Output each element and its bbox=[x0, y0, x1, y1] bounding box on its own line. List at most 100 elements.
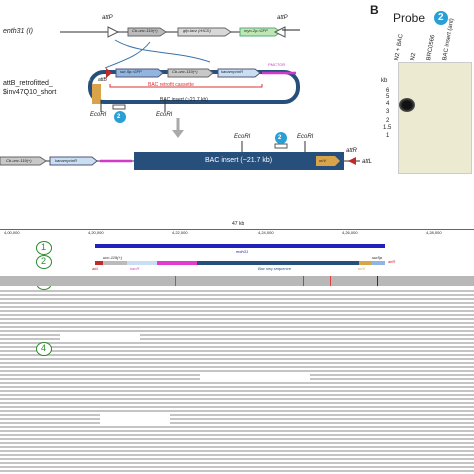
blot-membrane bbox=[398, 62, 472, 174]
lane-label-1: N2 + BAC bbox=[394, 33, 405, 62]
cassette-bracket bbox=[109, 84, 263, 88]
linear-bac-insert-label: BAC insert (~21.7 kb) bbox=[205, 157, 273, 164]
track-num-4: 4 bbox=[41, 343, 47, 353]
feat-ori-label: oriV bbox=[358, 266, 366, 271]
enth31-track-label: enth31 bbox=[236, 249, 249, 254]
ecori-label-1: EcoRI bbox=[90, 112, 107, 118]
linear-unc119-box bbox=[0, 156, 47, 166]
probe-num-linear: 2 bbox=[278, 135, 282, 141]
feat-attl-label: attL bbox=[92, 266, 99, 271]
pmctor-label: PMCTOR bbox=[268, 62, 286, 67]
linear-ecori-label-1: EcoRI bbox=[234, 134, 251, 140]
lane-label-3: BRC0566 bbox=[426, 34, 437, 62]
probe-title-circle bbox=[434, 11, 448, 25]
probe-box-bac bbox=[112, 104, 126, 110]
marker-1: 1 bbox=[386, 133, 390, 139]
probe-circle-bac bbox=[114, 111, 126, 123]
track-num-1: 1 bbox=[41, 242, 47, 252]
linear-unc119-label: Cb-unc-119(+) bbox=[6, 158, 32, 163]
genome-browser: 47 kb 4,00,000 4,20,000 4,22,000 4,24,00… bbox=[0, 222, 474, 474]
probe-title: Probe bbox=[393, 11, 426, 25]
kanamycin-bac-box bbox=[217, 68, 261, 78]
marker-5: 5 bbox=[386, 94, 390, 100]
feat-gfp-bar bbox=[371, 261, 385, 265]
reads-gap-1 bbox=[60, 332, 140, 342]
linear-ori-label: oriV bbox=[319, 158, 327, 163]
bac-kan-label: kanamycinR bbox=[221, 69, 244, 74]
marker-2: 2 bbox=[386, 118, 390, 124]
feat-attl-bar bbox=[95, 261, 103, 265]
attb-label: attB bbox=[98, 77, 107, 83]
reads-pileup bbox=[0, 290, 474, 474]
ruler-tick-4: 4,26,000 bbox=[342, 230, 358, 235]
bac-name-line2: $inv47Q10_short bbox=[3, 89, 57, 96]
reads-gap-2 bbox=[200, 372, 310, 380]
blot-band bbox=[399, 98, 415, 112]
sur5-gfp-box bbox=[115, 68, 164, 78]
cassette-label: BAC retrofit cassette bbox=[148, 82, 194, 88]
probe-circle-linear bbox=[275, 132, 287, 144]
ruler-tick-2: 4,22,000 bbox=[172, 230, 188, 235]
track-circle-2 bbox=[36, 255, 52, 269]
enth31-track-bar bbox=[95, 244, 385, 248]
linear-ori-box bbox=[316, 156, 340, 166]
ori-label: ori bbox=[86, 77, 91, 82]
gene1-label: Cb-unc-119(+) bbox=[132, 28, 158, 33]
feat-unc-label: unc-119(+) bbox=[103, 255, 123, 260]
feat-gfp-label: sur5p bbox=[372, 255, 383, 260]
feat-unc-bar bbox=[103, 261, 127, 265]
ruler-tick-3: 4,24,000 bbox=[258, 230, 274, 235]
lane-label-2: N2 bbox=[410, 52, 418, 62]
sur5-gfp-label: sur-5p::GFP bbox=[120, 69, 142, 74]
unc119-top-gene bbox=[127, 27, 167, 37]
probe-num-bac: 2 bbox=[117, 114, 121, 120]
ruler-tick-0: 4,00,000 bbox=[4, 230, 20, 235]
linear-bac-insert bbox=[134, 152, 344, 170]
ori-box bbox=[92, 84, 101, 104]
reads-gap-3 bbox=[100, 412, 170, 424]
marker-4: 4 bbox=[386, 101, 390, 107]
probe-title-num: 2 bbox=[438, 12, 444, 23]
scale-center: 47 kb bbox=[232, 221, 245, 227]
attp-right-label: attP bbox=[277, 15, 288, 21]
bac-insert-label: BAC insert (~21.7 kb) bbox=[160, 97, 208, 103]
recomb-arrow-2 bbox=[104, 41, 151, 69]
down-arrow-head bbox=[172, 130, 184, 138]
feat-bac-bar bbox=[197, 261, 359, 265]
panel-b-label: B bbox=[370, 3, 379, 17]
linear-attr-label: attR bbox=[346, 148, 358, 154]
track-circle-1 bbox=[36, 241, 52, 255]
construct-name: enth31 (I) bbox=[3, 28, 33, 35]
attb-marker bbox=[106, 68, 112, 78]
bac-name-line1: attB_retrofitted_ bbox=[3, 80, 53, 87]
ruler-line bbox=[0, 229, 474, 230]
probe-box-linear bbox=[274, 143, 288, 149]
gene2-label: gfp-lacz (rHCD) bbox=[183, 28, 211, 33]
coverage-track bbox=[0, 276, 474, 286]
feat-kan-bar bbox=[127, 261, 157, 265]
linear-kan-label: kanamycinR bbox=[55, 158, 78, 163]
lane-label-4: BAC insert (ant) bbox=[442, 17, 456, 62]
linear-attr-marker bbox=[348, 157, 356, 165]
feat-kan-label: kanR bbox=[130, 266, 140, 271]
feat-attr-label: attR bbox=[388, 259, 396, 264]
marker-6: 6 bbox=[386, 88, 390, 94]
track-circle-4 bbox=[36, 342, 52, 356]
coverage-variant-2 bbox=[303, 276, 304, 286]
track-num-2: 2 bbox=[41, 256, 47, 266]
marker-3: 3 bbox=[386, 109, 390, 115]
marker-1-5: 1.5 bbox=[383, 125, 392, 131]
unc119-bac-box bbox=[167, 68, 214, 78]
kb-label: kb bbox=[381, 78, 388, 84]
gene3-label: myo-2p::GFP bbox=[244, 28, 268, 33]
coverage-variant-1 bbox=[175, 276, 176, 286]
feat-ori-bar bbox=[359, 261, 371, 265]
feat-pmctor-bar bbox=[157, 261, 197, 265]
linear-kanamycin-box bbox=[49, 156, 98, 166]
panel-a-diagram bbox=[0, 26, 360, 170]
ruler-tick-1: 4,20,000 bbox=[88, 230, 104, 235]
attp-left-label: attP bbox=[102, 15, 113, 21]
coverage-variant-4 bbox=[377, 276, 378, 286]
feat-bac-label: Bac seq sequence bbox=[258, 266, 291, 271]
gfp-lacz-gene bbox=[177, 27, 232, 37]
